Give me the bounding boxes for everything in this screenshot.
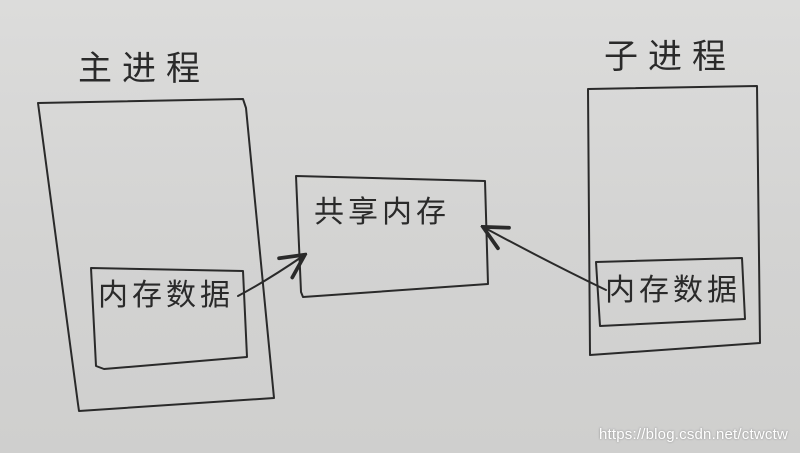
watermark: https://blog.csdn.net/ctwctw xyxy=(598,426,788,443)
child-process-title: 子进程 xyxy=(604,37,736,77)
child-process-box xyxy=(587,85,761,356)
shared-memory: 共享内存 xyxy=(295,175,489,298)
child-process: 子进程 内存数据 xyxy=(587,37,761,356)
main-process: 主进程 内存数据 xyxy=(37,49,275,412)
arrow-child-to-shared xyxy=(485,228,607,291)
shared-memory-label: 共享内存 xyxy=(314,195,450,230)
main-process-title: 主进程 xyxy=(78,49,210,89)
child-memory-data-box xyxy=(595,257,746,327)
child-memory-data-label: 内存数据 xyxy=(605,273,741,308)
main-process-box xyxy=(37,98,275,412)
arrow-main-to-shared xyxy=(237,256,303,297)
main-memory-data-box xyxy=(90,267,248,370)
main-memory-data-label: 内存数据 xyxy=(98,278,234,313)
